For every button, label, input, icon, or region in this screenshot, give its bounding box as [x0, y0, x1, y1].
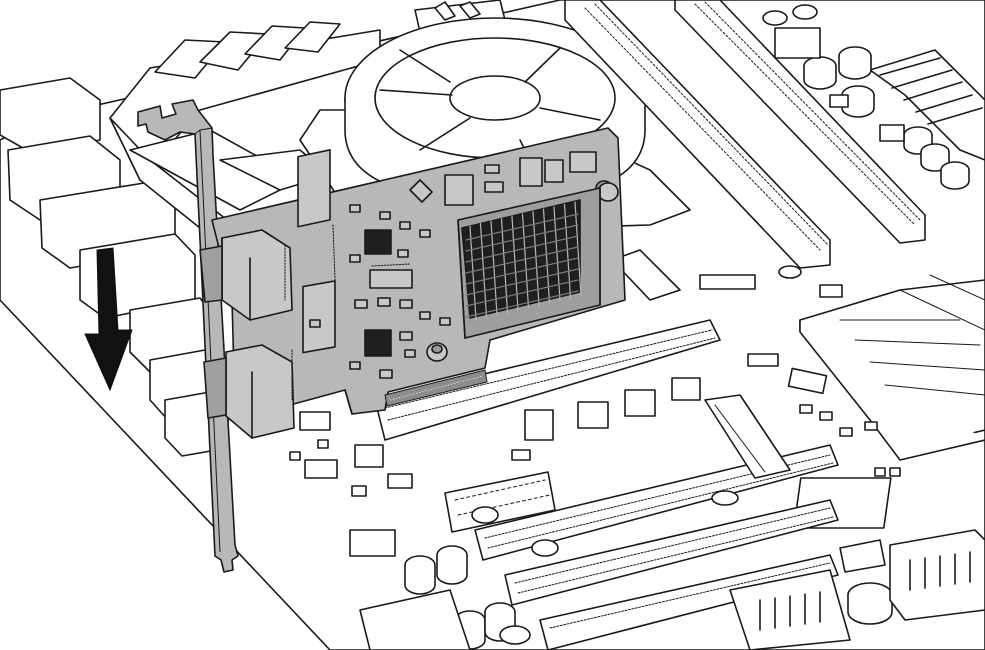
heatsink-fin	[553, 206, 561, 302]
board-components-bottom	[359, 471, 985, 650]
card-edge-contacts	[384, 369, 488, 407]
heatsink-fin	[542, 208, 551, 304]
pcie-slot-2	[474, 444, 839, 561]
card-heatsink	[457, 187, 601, 339]
dimm-slot-2	[674, 0, 926, 244]
expansion-card	[137, 99, 626, 573]
cpu-fan-hub	[449, 75, 541, 121]
heatsink-fin	[574, 201, 582, 297]
card-mounting-bracket	[137, 99, 239, 573]
pcie-x1-slot	[704, 394, 791, 479]
heatsink-fin-cross	[465, 279, 579, 307]
heatsink-fin-cross	[465, 290, 579, 318]
heatsink-fin-cross	[465, 224, 579, 252]
heatsink-fin	[563, 203, 572, 299]
chipset-heatsink	[799, 274, 985, 461]
heatsink-fin	[532, 211, 540, 307]
pcie-slots	[374, 249, 839, 650]
heatsink-fin-cross	[465, 235, 579, 263]
atx-power-connector	[869, 49, 985, 161]
heatsink-fin-cross	[465, 257, 579, 285]
dimm-slot-1	[564, 0, 831, 269]
chip	[699, 274, 756, 290]
card-controller-chip	[364, 229, 392, 255]
heatsink-fin-cross	[465, 213, 579, 241]
board-components	[289, 265, 901, 557]
card-network-ports	[199, 229, 295, 439]
heatsink-fin-cross	[465, 268, 579, 296]
heatsink-fin-cross	[465, 246, 579, 274]
capacitors-top	[762, 4, 970, 190]
dimm-slots	[564, 0, 926, 269]
arrow-down-icon	[84, 247, 133, 392]
